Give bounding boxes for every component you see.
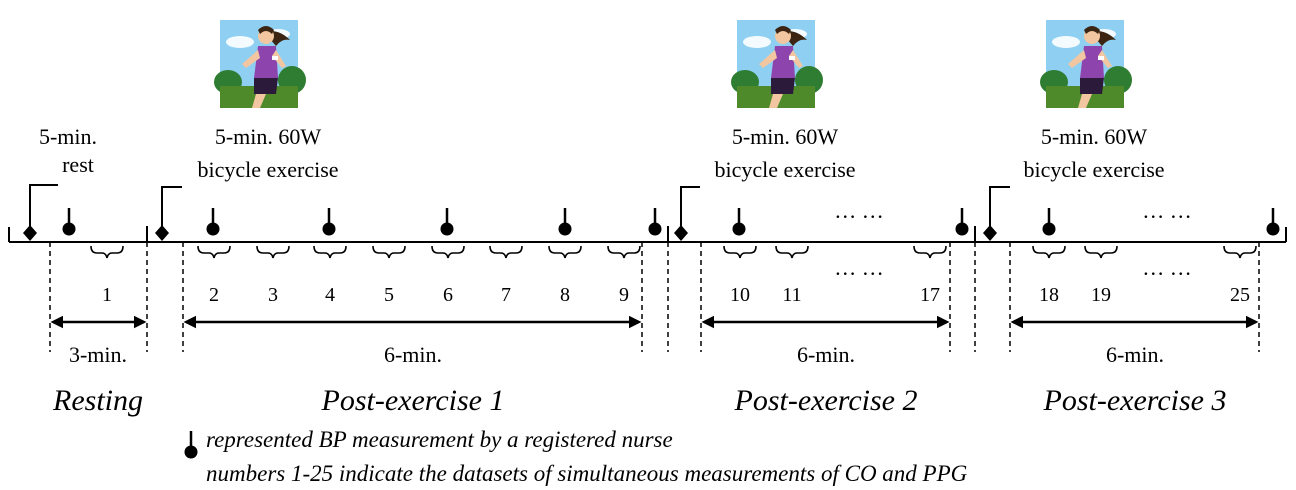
rest-caption-line-2: rest [62, 152, 94, 177]
legend-bp-text: represented BP measurement by a register… [206, 427, 673, 452]
period-label-resting: Resting [52, 384, 143, 417]
dataset-number: 18 [1039, 284, 1059, 306]
dataset-brace [90, 245, 124, 259]
rest-leader-line [29, 184, 58, 227]
runner-illustration [1040, 20, 1132, 108]
dataset-number: 11 [782, 284, 801, 306]
dataset-brace [913, 245, 947, 259]
ellipsis-bottom-post-2: … … [834, 255, 884, 280]
dataset-brace [256, 245, 290, 259]
phase-start-marker [155, 225, 169, 241]
ellipsis-bottom-post-3: … … [1142, 255, 1192, 280]
dataset-number: 7 [501, 284, 511, 306]
bp-measurement-marker [1041, 206, 1057, 237]
phase-start-marker [983, 225, 997, 241]
dataset-number: 1 [102, 284, 112, 306]
dataset-number: 10 [730, 284, 750, 306]
bp-measurement-marker [321, 206, 337, 237]
exercise-3-caption-line-2: bicycle exercise [1023, 157, 1164, 182]
rest-caption-line-1: 5-min. [39, 124, 97, 149]
phase-start-marker [674, 225, 688, 241]
runner-illustration [214, 20, 306, 108]
legend-bp-marker-icon [183, 429, 199, 460]
bp-measurement-marker [647, 206, 663, 237]
exercise-3-caption-line-1: 5-min. 60W [1041, 124, 1148, 149]
exercise-1-caption-line-1: 5-min. 60W [215, 124, 322, 149]
exercise-2-caption-line-1: 5-min. 60W [732, 124, 839, 149]
exercise-1-caption-line-2: bicycle exercise [197, 157, 338, 182]
bp-measurement-marker [61, 206, 77, 237]
dataset-number: 19 [1091, 284, 1111, 306]
dataset-number: 5 [384, 284, 394, 306]
bp-measurement-marker [439, 206, 455, 237]
period-label-post-2: Post-exercise 2 [734, 384, 918, 417]
bp-measurement-marker [205, 206, 221, 237]
exercise-2-caption-line-2: bicycle exercise [714, 157, 855, 182]
dataset-number: 17 [920, 284, 940, 306]
runner-illustration [731, 20, 823, 108]
dataset-brace [197, 245, 231, 259]
bp-measurement-marker [557, 206, 573, 237]
dataset-number: 25 [1230, 284, 1250, 306]
dataset-number: 8 [560, 284, 570, 306]
period-label-post-3: Post-exercise 3 [1043, 384, 1227, 417]
dataset-number: 6 [443, 284, 453, 306]
dataset-brace [775, 245, 809, 259]
bp-measurement-marker [1265, 206, 1281, 237]
ellipsis-top-post-2: … … [834, 198, 884, 223]
bp-measurement-marker [731, 206, 747, 237]
bp-measurement-marker [954, 206, 970, 237]
dataset-brace [1223, 245, 1257, 259]
duration-label-post-3: 6-min. [1106, 342, 1164, 367]
dataset-number: 4 [325, 284, 335, 306]
exercise-2-leader-line [680, 186, 700, 227]
duration-label-post-2: 6-min. [797, 342, 855, 367]
dataset-brace [1084, 245, 1118, 259]
dataset-brace [723, 245, 757, 259]
dataset-brace [607, 245, 641, 259]
exercise-3-leader-line [989, 186, 1010, 227]
duration-label-post-1: 6-min. [384, 342, 442, 367]
dataset-number: 3 [268, 284, 278, 306]
ellipsis-top-post-3: … … [1142, 198, 1192, 223]
dataset-number: 9 [619, 284, 629, 306]
exercise-1-leader-line [161, 186, 182, 227]
dataset-brace [489, 245, 523, 259]
dataset-brace [548, 245, 582, 259]
dataset-brace [313, 245, 347, 259]
legend-datasets-text: numbers 1-25 indicate the datasets of si… [206, 461, 968, 486]
period-label-post-1: Post-exercise 1 [321, 384, 505, 417]
dataset-number: 2 [209, 284, 219, 306]
dataset-brace [431, 245, 465, 259]
phase-start-marker [23, 225, 37, 241]
duration-label-resting: 3-min. [69, 342, 127, 367]
dataset-brace [1032, 245, 1066, 259]
dataset-brace [372, 245, 406, 259]
